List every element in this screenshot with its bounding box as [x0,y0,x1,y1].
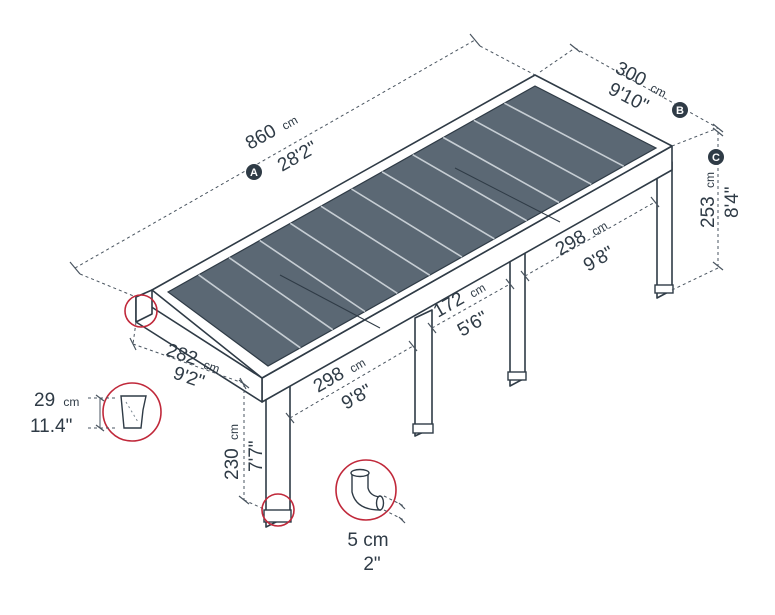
post-height-metric: 230 cm [222,424,243,480]
detail-downpipe: 5 cm 2" [261,459,406,575]
svg-text:C: C [712,152,720,164]
dimension-post-height: 230 cm 7'7" [222,379,267,511]
gutter-metric: 29 cm [34,390,79,411]
roof-rib [504,102,625,167]
span-right-imperial: 9'8" [580,242,618,276]
post-front-mid [414,309,433,437]
height-imperial: 8'4" [722,186,743,218]
detail-gutter: 29 cm 11.4" [30,294,162,442]
gutter-metric-value: 29 [34,390,55,411]
roof-rib [198,274,301,349]
downpipe-metric: 5 cm [347,530,388,551]
highlight-foot [261,493,295,527]
roof-rib [289,222,398,295]
svg-text:B: B [676,105,684,117]
post-foot [654,284,674,294]
downpipe-imperial: 2" [363,554,380,575]
span-front-mid-metric: 298 cm [310,351,369,397]
roof-rib [228,257,334,331]
height-metric-value: 253 [698,196,719,228]
panel-seam [279,274,381,329]
height-metric: 253 cm [698,172,719,228]
gutter-metric-unit: cm [63,395,79,409]
roof-rib [259,239,366,313]
panel-seam [454,167,561,223]
gutter-profile [120,395,147,429]
roof-ribs [198,102,625,349]
span-right-unit: cm [589,218,610,238]
span-middle-unit: cm [467,280,488,300]
roof-rib [381,171,495,240]
length-imperial: 28'2" [274,137,321,176]
width-metric-unit: cm [648,81,669,101]
height-metric-unit: cm [703,172,717,188]
post-back-mid [509,241,526,387]
roof-rib [351,188,463,258]
span-front-left-imperial: 9'2" [170,363,207,393]
badge-c: C [708,149,724,165]
span-front-left-unit: cm [202,358,222,376]
post-foot [507,371,527,381]
gutter-detail-ring [102,382,162,442]
badge-a: A [246,164,262,180]
frame-left-corner [135,289,153,323]
roof-rib [412,153,528,222]
downpipe-elbow [351,473,381,511]
span-front-mid-imperial: 9'8" [338,380,376,414]
pergola-structure [135,74,674,528]
downpipe-detail-ring [335,459,397,521]
post-height-value: 230 [222,448,243,480]
post-height-imperial: 7'7" [246,440,267,472]
roof-rib [442,136,560,204]
roof-rib [320,205,431,276]
length-metric-unit: cm [279,113,300,133]
length-metric-value: 860 [242,120,280,154]
highlight-corner [124,294,158,328]
post-foot [412,423,434,434]
gutter-imperial: 11.4" [30,416,72,437]
span-front-mid-unit: cm [347,355,368,375]
post-back-right [656,161,673,299]
post-foot [263,509,292,523]
svg-text:A: A [250,167,258,179]
roof-rib [473,119,592,186]
post-height-unit: cm [227,424,241,440]
badge-b: B [672,102,688,118]
dimension-height: 253 cm 8'4" C [671,127,743,291]
